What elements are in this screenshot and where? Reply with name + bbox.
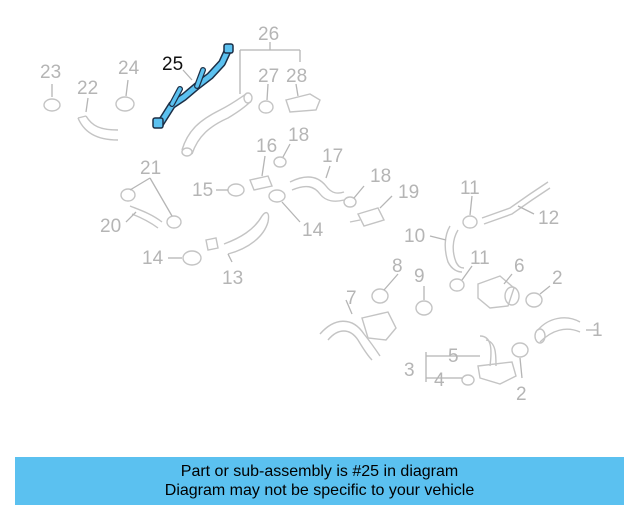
part-18-clamp-top[interactable] — [273, 143, 291, 168]
part-14-clamp-lower[interactable] — [168, 250, 202, 266]
label-8: 8 — [392, 256, 403, 277]
label-21: 21 — [140, 158, 161, 179]
part-11-clamp-lower[interactable] — [449, 265, 473, 292]
info-banner: Part or sub-assembly is #25 in diagram D… — [15, 457, 624, 505]
label-20: 20 — [100, 216, 121, 237]
label-15: 15 — [192, 180, 213, 201]
part-8-clamp[interactable] — [371, 273, 399, 304]
part-27-clamp[interactable] — [258, 83, 274, 114]
label-28: 28 — [286, 66, 307, 87]
label-6: 6 — [514, 256, 525, 277]
label-23: 23 — [40, 62, 61, 83]
label-1: 1 — [592, 320, 603, 341]
part-24-clamp[interactable] — [115, 79, 135, 112]
part-18-clamp[interactable] — [343, 185, 365, 208]
label-12: 12 — [538, 208, 559, 229]
part-12-pipe[interactable] — [481, 181, 551, 225]
part-1-hose[interactable] — [534, 317, 598, 344]
part-6-housing[interactable] — [477, 273, 520, 309]
label-5: 5 — [448, 346, 459, 367]
part-14-clamp-upper[interactable] — [268, 189, 301, 223]
part-2-clamp-lower[interactable] — [511, 342, 529, 379]
part-10-hose[interactable] — [429, 225, 465, 273]
label-2-upper: 2 — [552, 268, 563, 289]
part-13-hose[interactable] — [205, 211, 270, 263]
label-3: 3 — [404, 360, 415, 381]
part-19-valve[interactable] — [349, 195, 393, 227]
label-24: 24 — [118, 58, 140, 79]
label-18-top: 18 — [288, 125, 309, 146]
part-9-clamp[interactable] — [415, 286, 433, 316]
part-11-clamp-upper[interactable] — [462, 195, 478, 229]
label-11-upper: 11 — [460, 178, 480, 199]
label-9: 9 — [414, 266, 425, 287]
part-28-hose[interactable] — [285, 83, 321, 113]
label-13: 13 — [222, 268, 243, 289]
part-20-hose[interactable] — [125, 205, 163, 229]
part-4-oring[interactable] — [461, 374, 475, 386]
part-5-pipe[interactable] — [477, 335, 517, 385]
label-27: 27 — [258, 66, 279, 87]
label-19: 19 — [398, 182, 419, 203]
part-21-clamps[interactable] — [120, 177, 182, 229]
label-17: 17 — [322, 146, 343, 167]
label-7: 7 — [346, 288, 357, 309]
part-26-hose[interactable] — [181, 42, 301, 157]
banner-line-1: Part or sub-assembly is #25 in diagram — [180, 463, 459, 480]
label-16: 16 — [256, 136, 277, 157]
label-2-lower: 2 — [516, 384, 527, 405]
label-25: 25 — [162, 54, 183, 75]
banner-line-2: Diagram may not be specific to your vehi… — [164, 482, 475, 499]
label-22: 22 — [77, 78, 98, 99]
label-14-upper: 14 — [302, 220, 324, 241]
part-22-hose[interactable] — [77, 97, 119, 141]
part-25-water-pipe[interactable] — [152, 43, 234, 129]
label-10: 10 — [404, 226, 425, 247]
part-23-clamp[interactable] — [43, 84, 61, 112]
label-26: 26 — [258, 24, 279, 45]
label-4: 4 — [434, 370, 445, 391]
part-15-clamp[interactable] — [216, 183, 245, 197]
part-7-pipe[interactable] — [319, 299, 397, 361]
parts-diagram: 23 24 22 25 26 27 28 21 20 16 18 17 15 1… — [40, 24, 603, 405]
part-16-fitting[interactable] — [249, 155, 273, 191]
label-14-lower: 14 — [142, 248, 164, 269]
label-11-lower: 11 — [470, 248, 490, 269]
part-2-clamp-upper[interactable] — [525, 285, 551, 308]
part-17-hose[interactable] — [289, 165, 345, 202]
label-18: 18 — [370, 166, 391, 187]
